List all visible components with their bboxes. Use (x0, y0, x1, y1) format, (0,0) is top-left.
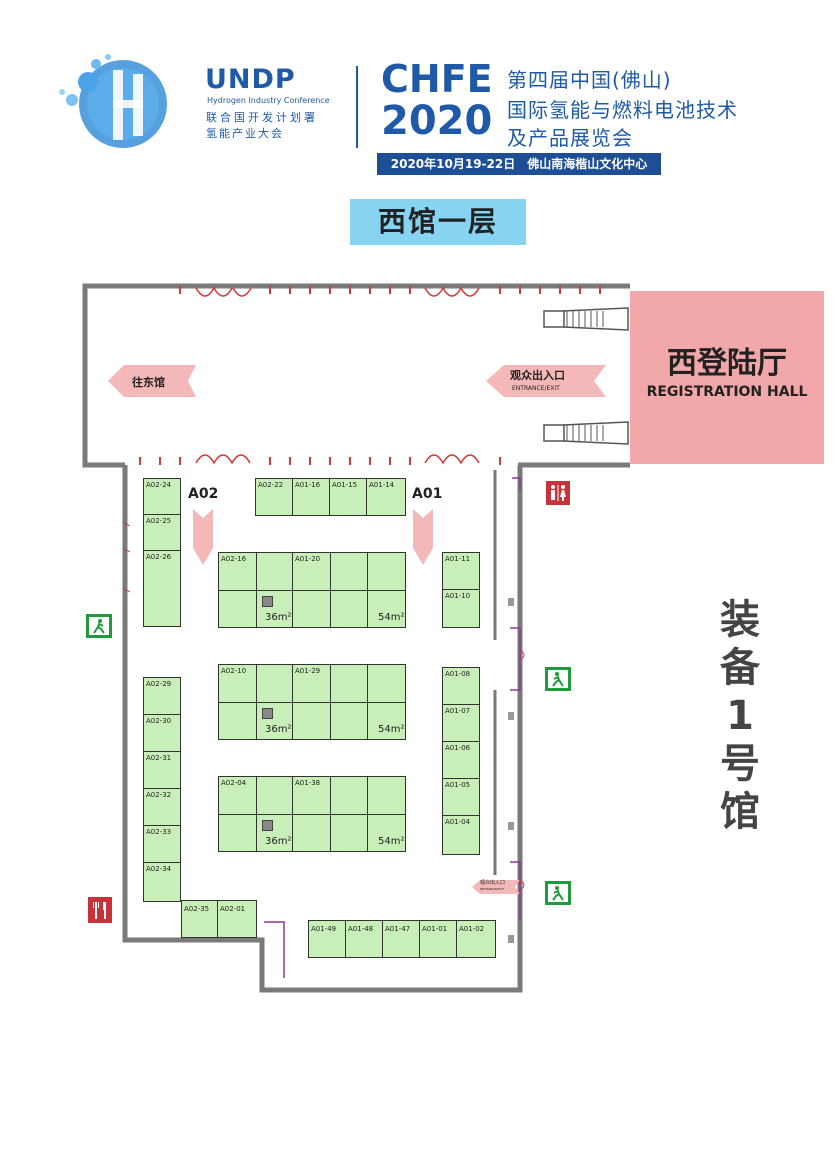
area-label: 36m² (265, 724, 292, 735)
to-east-arrow (108, 365, 196, 397)
zone-a01-arrow (413, 509, 433, 565)
header-divider (356, 66, 358, 148)
floor-title: 西馆一层 (350, 199, 526, 245)
booth-a02-16[interactable]: A02-16 (218, 552, 294, 628)
booth-a01-16[interactable]: A01-16 (292, 478, 331, 516)
exhibition-title-line3: 及产品展览会 (507, 126, 633, 150)
undp-cn-line2: 氢能产业大会 (206, 127, 284, 140)
booth-a01-38[interactable]: A01-38 (292, 776, 406, 852)
chfe-year: 2020 (381, 98, 493, 144)
booth-a01-04[interactable]: A01-04 (442, 815, 480, 855)
chfe-logo-text: CHFE (381, 57, 493, 101)
booth-a01-20[interactable]: A01-20 (292, 552, 406, 628)
area-label: 36m² (265, 612, 292, 623)
side-entrance-label: 观众出入口 (480, 880, 506, 886)
stairs-icon-upper (543, 307, 629, 331)
exhibition-title-line2: 国际氢能与燃料电池技术 (507, 98, 738, 122)
booth-a02-33[interactable]: A02-33 (143, 825, 181, 864)
registration-hall-en: REGISTRATION HALL (646, 384, 808, 400)
to-east-label: 往东馆 (132, 376, 165, 389)
area-label: 54m² (378, 836, 405, 847)
pillar (262, 708, 273, 719)
registration-hall-cn: 西登陆厅 (667, 346, 787, 381)
pillar (262, 596, 273, 607)
booth-a01-01[interactable]: A01-01 (419, 920, 458, 958)
booth-a02-32[interactable]: A02-32 (143, 788, 181, 827)
restroom-icon (546, 481, 570, 505)
hall-1-label: 装备1号馆 (700, 596, 780, 836)
booth-a01-48[interactable]: A01-48 (345, 920, 384, 958)
booth-a01-02[interactable]: A01-02 (456, 920, 496, 958)
booth-a02-29[interactable]: A02-29 (143, 677, 181, 716)
zone-a02-label: A02 (188, 486, 219, 502)
pillar (262, 820, 273, 831)
booth-a01-14[interactable]: A01-14 (366, 478, 406, 516)
registration-hall (630, 291, 824, 464)
zone-a01-label: A01 (412, 486, 443, 502)
booth-a02-04[interactable]: A02-04 (218, 776, 294, 852)
booth-a01-08[interactable]: A01-08 (442, 667, 480, 706)
booth-a02-30[interactable]: A02-30 (143, 714, 181, 753)
booth-a02-25[interactable]: A02-25 (143, 514, 181, 552)
hall-1-text: 装备1号馆 (720, 597, 760, 835)
zone-a02-arrow (193, 509, 213, 565)
booth-a01-10[interactable]: A01-10 (442, 589, 480, 628)
emergency-exit-icon (545, 667, 571, 691)
undp-hydrogen-logo (59, 54, 167, 148)
side-entrance-arrow (472, 880, 520, 894)
booth-a02-01[interactable]: A02-01 (217, 900, 257, 938)
date-venue-bar: 2020年10月19-22日 佛山南海楷山文化中心 (377, 153, 661, 175)
restaurant-icon (88, 897, 112, 923)
entrance-label: 观众出入口 (510, 369, 565, 382)
undp-title: UNDP (205, 64, 296, 95)
booth-a02-24[interactable]: A02-24 (143, 478, 181, 516)
undp-subtitle: Hydrogen Industry Conference (207, 96, 330, 105)
entrance-arrow (486, 365, 606, 397)
area-label: 36m² (265, 836, 292, 847)
stairs-icon-lower (543, 421, 629, 445)
area-label: 54m² (378, 724, 405, 735)
exhibition-title-line1: 第四届中国(佛山) (507, 68, 672, 92)
undp-cn-line1: 联合国开发计划署 (206, 111, 318, 124)
booth-a02-34[interactable]: A02-34 (143, 862, 181, 902)
booth-a02-26[interactable]: A02-26 (143, 550, 181, 627)
entrance-label-en: ENTRANCE/EXIT (512, 385, 560, 392)
booth-a01-29[interactable]: A01-29 (292, 664, 406, 740)
side-entrance-label-en: ENTRANCE/EXIT (480, 887, 504, 891)
emergency-exit-icon (545, 881, 571, 905)
area-label: 54m² (378, 612, 405, 623)
emergency-exit-icon (86, 614, 112, 638)
booth-a01-49[interactable]: A01-49 (308, 920, 347, 958)
